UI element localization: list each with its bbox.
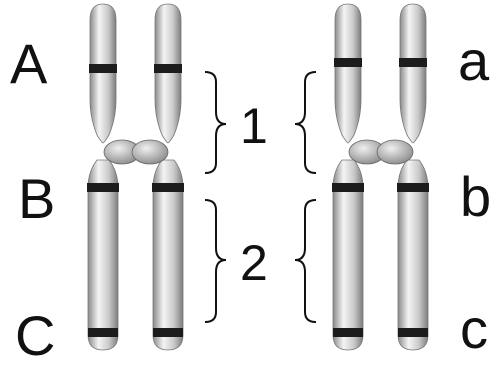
left-chromosome (87, 3, 184, 351)
right-band-c (398, 328, 428, 337)
label-right-lower: c (460, 297, 488, 360)
left-band-b (152, 183, 184, 192)
label-right-middle: b (460, 165, 491, 228)
left-chromatid-2 (152, 3, 184, 351)
label-left-lower: C (15, 304, 55, 367)
right-chromatid-2 (397, 3, 429, 351)
right-chromatid-1 (332, 3, 364, 351)
label-right-upper: a (458, 29, 490, 92)
left-band-c (88, 328, 118, 337)
right-band-a (399, 58, 427, 67)
right-band-a (334, 58, 362, 67)
label-left-upper: A (10, 32, 48, 95)
right-band-b (332, 183, 364, 192)
left-band-a (89, 64, 117, 73)
label-left-middle: B (18, 167, 55, 230)
right-centromere (376, 139, 414, 165)
bracket-upper-left (204, 71, 227, 174)
left-chromatid-1 (87, 3, 119, 351)
right-chromosome (332, 3, 429, 351)
left-band-c (153, 328, 183, 337)
right-band-b (397, 183, 429, 192)
brackets (204, 71, 317, 323)
left-band-a (154, 64, 182, 73)
right-band-c (333, 328, 363, 337)
bracket-lower-right (294, 199, 317, 323)
left-centromere (131, 139, 169, 165)
bracket-upper-right (294, 71, 317, 174)
bracket-lower-left (204, 199, 227, 323)
label-bracket-lower: 2 (240, 235, 268, 291)
left-band-b (87, 183, 119, 192)
label-bracket-upper: 1 (240, 98, 268, 154)
